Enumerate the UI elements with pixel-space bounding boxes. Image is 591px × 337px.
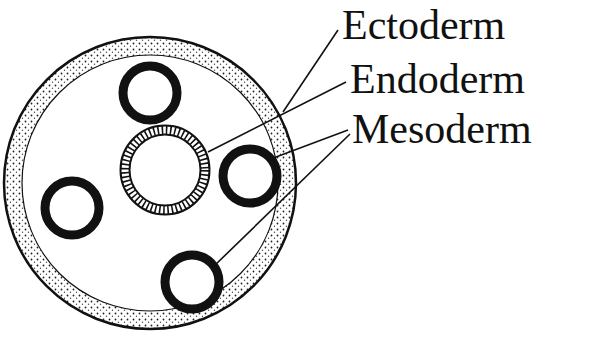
part-label: Endoderm <box>350 56 525 102</box>
mesoderm-circle <box>123 66 177 120</box>
mesoderm-circle <box>45 181 99 235</box>
mesoderm-circles <box>45 66 277 309</box>
mesoderm-circle <box>223 149 277 203</box>
endoderm-hatch <box>125 130 205 210</box>
ectoderm-band <box>13 46 287 320</box>
leader-lines <box>208 30 350 268</box>
mesoderm-circle <box>165 255 219 309</box>
outer-outline <box>4 37 296 329</box>
leader-line <box>208 82 346 152</box>
leader-line <box>212 134 350 268</box>
part-label: Mesoderm <box>352 106 532 152</box>
inner-outline <box>22 55 278 311</box>
part-label: Ectoderm <box>342 2 505 48</box>
gut-lumen <box>130 135 201 206</box>
gut-outer <box>121 126 210 215</box>
leader-line <box>268 130 348 160</box>
